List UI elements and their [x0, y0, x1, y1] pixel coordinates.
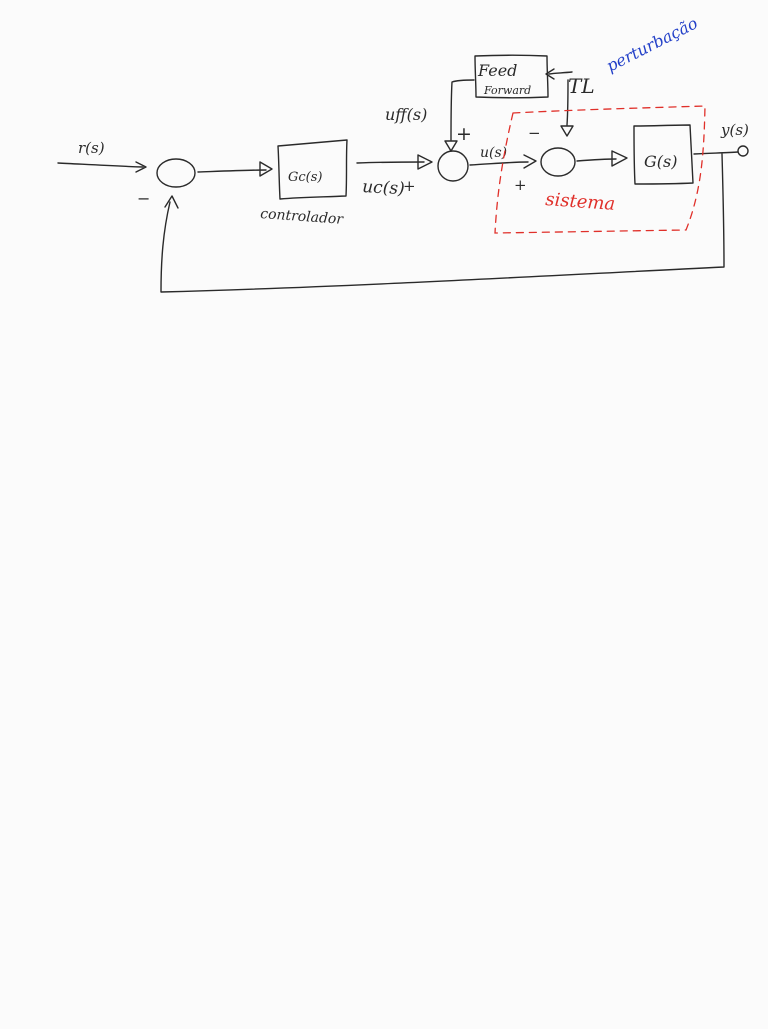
system-caption: sistema	[545, 189, 616, 215]
summed-signal-label: u(s)	[480, 145, 507, 161]
feedforward-block-label-line1: Feed	[477, 61, 517, 80]
disturbance-to-feedforward-arrowhead	[545, 68, 555, 80]
sum3-from-disturbance-sign: −	[528, 124, 541, 142]
control-signal-arrow	[356, 161, 425, 164]
feedback-arrowhead	[164, 195, 179, 209]
feedback-path	[160, 153, 725, 293]
feedforward-signal-label: uff(s)	[385, 105, 427, 124]
summing-junction-2	[437, 150, 469, 182]
plant-block	[633, 124, 694, 185]
reference-input-label: r(s)	[78, 139, 105, 157]
summing-junction-1	[156, 158, 196, 188]
sum1-feedback-sign: −	[137, 189, 150, 208]
error-arrowhead	[259, 161, 273, 177]
controller-caption: controlador	[260, 206, 345, 228]
feedforward-block	[474, 54, 549, 99]
disturbance-to-feedforward-arrow	[548, 71, 573, 75]
error-arrow	[197, 169, 267, 173]
summed-signal-arrow	[469, 161, 529, 166]
disturbance-to-plant-arrowhead	[560, 125, 574, 137]
summed-signal-arrowhead	[523, 154, 537, 169]
feedforward-block-label-line2: Forward	[483, 84, 531, 97]
feedforward-output-arrowhead	[444, 140, 458, 152]
summing-junction-3	[540, 147, 576, 177]
control-signal-arrowhead	[417, 154, 433, 170]
controller-block-label: Gc(s)	[288, 170, 322, 185]
output-line	[693, 151, 739, 155]
sum2-from-feedforward-sign: +	[456, 123, 472, 145]
disturbance-to-plant-path	[566, 79, 569, 126]
reference-input-arrow	[57, 162, 144, 168]
plant-input-arrowhead	[611, 150, 628, 167]
system-boundary	[494, 105, 706, 234]
plant-input-arrow	[576, 158, 617, 162]
disturbance-caption: perturbação	[603, 13, 700, 75]
output-terminal	[737, 145, 749, 157]
output-label: y(s)	[720, 121, 749, 139]
sum3-from-u-sign: +	[514, 176, 527, 194]
sum2-from-controller-sign: +	[403, 177, 416, 195]
controller-block	[277, 139, 348, 200]
plant-block-label: G(s)	[644, 152, 677, 171]
control-signal-label: uc(s)	[362, 177, 405, 199]
feedforward-output-path	[450, 79, 475, 141]
reference-arrowhead	[135, 161, 147, 173]
disturbance-label: TL	[568, 74, 595, 98]
